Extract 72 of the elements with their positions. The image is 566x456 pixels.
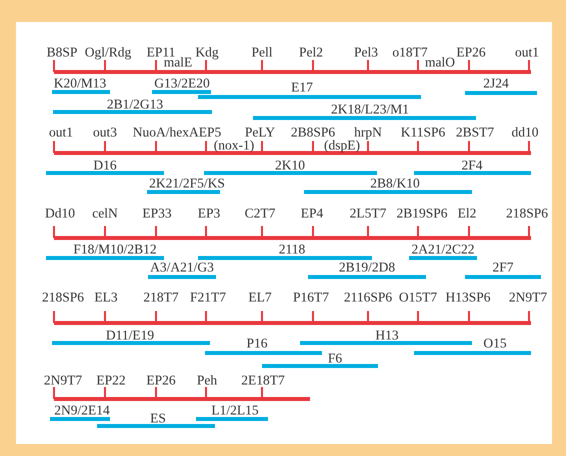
clone-label: 2J24 [483, 76, 509, 90]
clone-label: 2K10 [275, 158, 305, 172]
marker-label: El2 [458, 206, 476, 220]
marker-label: Dd10 [45, 206, 75, 220]
marker-label: 2B8SP6 [290, 124, 336, 140]
marker-label: Ogl/Rdg [84, 44, 132, 60]
marker-label: 2B19SP6 [396, 206, 448, 220]
clone-label: K20/M13 [54, 76, 106, 90]
marker-label: EP33 [142, 206, 172, 220]
gene-label: (dspE) [324, 138, 360, 152]
marker-label: NuoA/hexAEP5 [132, 124, 222, 140]
clone-label: 2118 [278, 242, 306, 256]
marker-label: EP3 [198, 206, 220, 220]
marker-label: 2116SP6 [344, 290, 392, 304]
marker-label: H13SP6 [446, 290, 490, 304]
gene-label: malO [425, 54, 455, 70]
marker-label: 218SP6 [42, 290, 84, 304]
clone-label: D11/E19 [106, 328, 154, 342]
marker-label: B8SP [46, 44, 78, 60]
marker-label: PeLY [244, 124, 276, 140]
clone-label: 2K18/L23/M1 [331, 102, 409, 116]
marker-label: 218SP6 [506, 206, 548, 220]
clone-label: 2B19/2D8 [338, 260, 396, 274]
marker-label: O15T7 [398, 290, 438, 304]
clone-label: F6 [328, 350, 342, 366]
marker-label: F21T7 [190, 290, 226, 304]
gene-label: (nox-1) [214, 138, 254, 152]
marker-label: 218T7 [143, 290, 179, 304]
marker-label: 2N9T7 [44, 372, 82, 388]
marker-label: Peh [196, 372, 218, 388]
marker-label: EL7 [248, 290, 272, 304]
marker-label: dd10 [512, 124, 538, 140]
clone-label: E17 [291, 80, 313, 94]
clone-label: F18/M10/2B12 [73, 242, 157, 256]
marker-label: P16T7 [293, 290, 329, 304]
clone-label: 2A21/2C22 [412, 242, 474, 256]
marker-label: hrpN [354, 124, 382, 140]
marker-label: EP26 [146, 372, 176, 388]
clone-label: 2B8/K10 [370, 176, 420, 190]
marker-label: Pel3 [354, 44, 378, 60]
marker-label: EL3 [94, 290, 118, 304]
clone-label: 2K21/2F5/KS [149, 176, 225, 190]
clone-label: O15 [483, 336, 507, 350]
clone-label: D16 [93, 158, 117, 172]
marker-label: K11SP6 [400, 124, 446, 140]
marker-label: EP22 [96, 372, 126, 388]
marker-label: 2L5T7 [350, 206, 386, 220]
marker-label: 2N9T7 [508, 290, 548, 304]
clone-label: 2F7 [492, 260, 514, 274]
marker-label: 2BST7 [456, 124, 494, 140]
marker-label: Kdg [195, 44, 219, 60]
clone-label: P16 [246, 336, 268, 350]
clone-label: H13 [375, 328, 399, 342]
marker-label: C2T7 [244, 206, 276, 220]
clone-label: 2F4 [462, 158, 482, 172]
clone-label: 2B1/2G13 [106, 96, 164, 112]
clone-label: L1/2L15 [211, 402, 259, 418]
clone-label: A3/A21/G3 [150, 260, 214, 274]
marker-label: Pell [252, 44, 272, 60]
marker-label: EP11 [146, 44, 176, 60]
marker-label: o18T7 [392, 44, 428, 60]
clone-label: ES [150, 410, 166, 426]
marker-label: out1 [515, 44, 539, 60]
clone-label: G13/2E20 [154, 76, 210, 90]
marker-label: Pel2 [299, 44, 323, 60]
marker-label: out3 [93, 124, 117, 140]
clone-label: 2N9/2E14 [54, 402, 110, 418]
marker-label: 2E18T7 [241, 372, 285, 388]
marker-label: celN [92, 206, 118, 220]
marker-label: EP4 [300, 206, 324, 220]
marker-label: EP26 [456, 44, 486, 60]
marker-label: out1 [49, 124, 73, 140]
